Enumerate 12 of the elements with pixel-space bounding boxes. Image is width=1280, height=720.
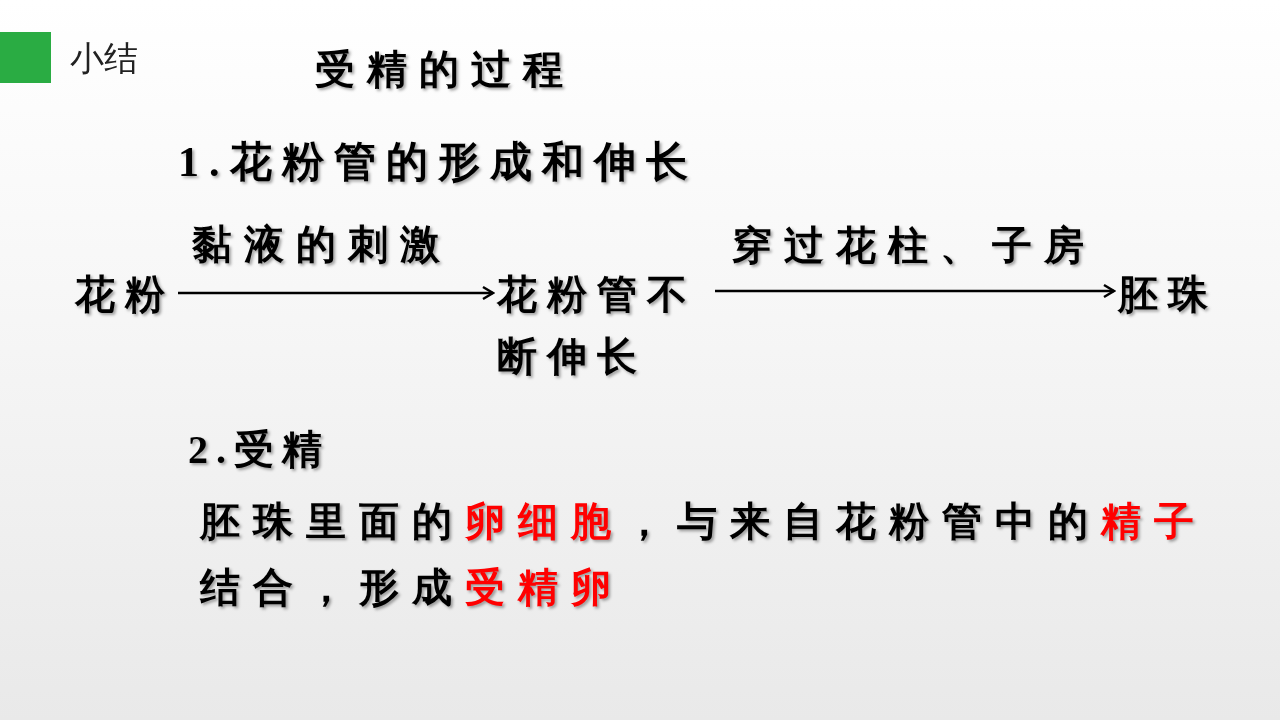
step-text: 胚珠 [1118,271,1218,319]
step-text: 花粉 [75,271,175,319]
edge-label: 穿过花柱、子房 [732,222,1096,270]
arrow [715,283,1116,299]
edge-label: 黏液的刺激 [192,221,452,269]
slide-title: 受精的过程 [315,46,575,94]
section-tag: 小结 [70,38,138,79]
arrow [178,285,495,301]
section-heading: 2.受精 [188,426,330,474]
body-paragraph: 胚珠里面的卵细胞，与来自花粉管中的精子结合，形成受精卵 [200,498,1208,612]
step-text: 花粉管不断伸长 [497,264,712,388]
section-heading: 1.花粉管的形成和伸长 [178,138,698,187]
